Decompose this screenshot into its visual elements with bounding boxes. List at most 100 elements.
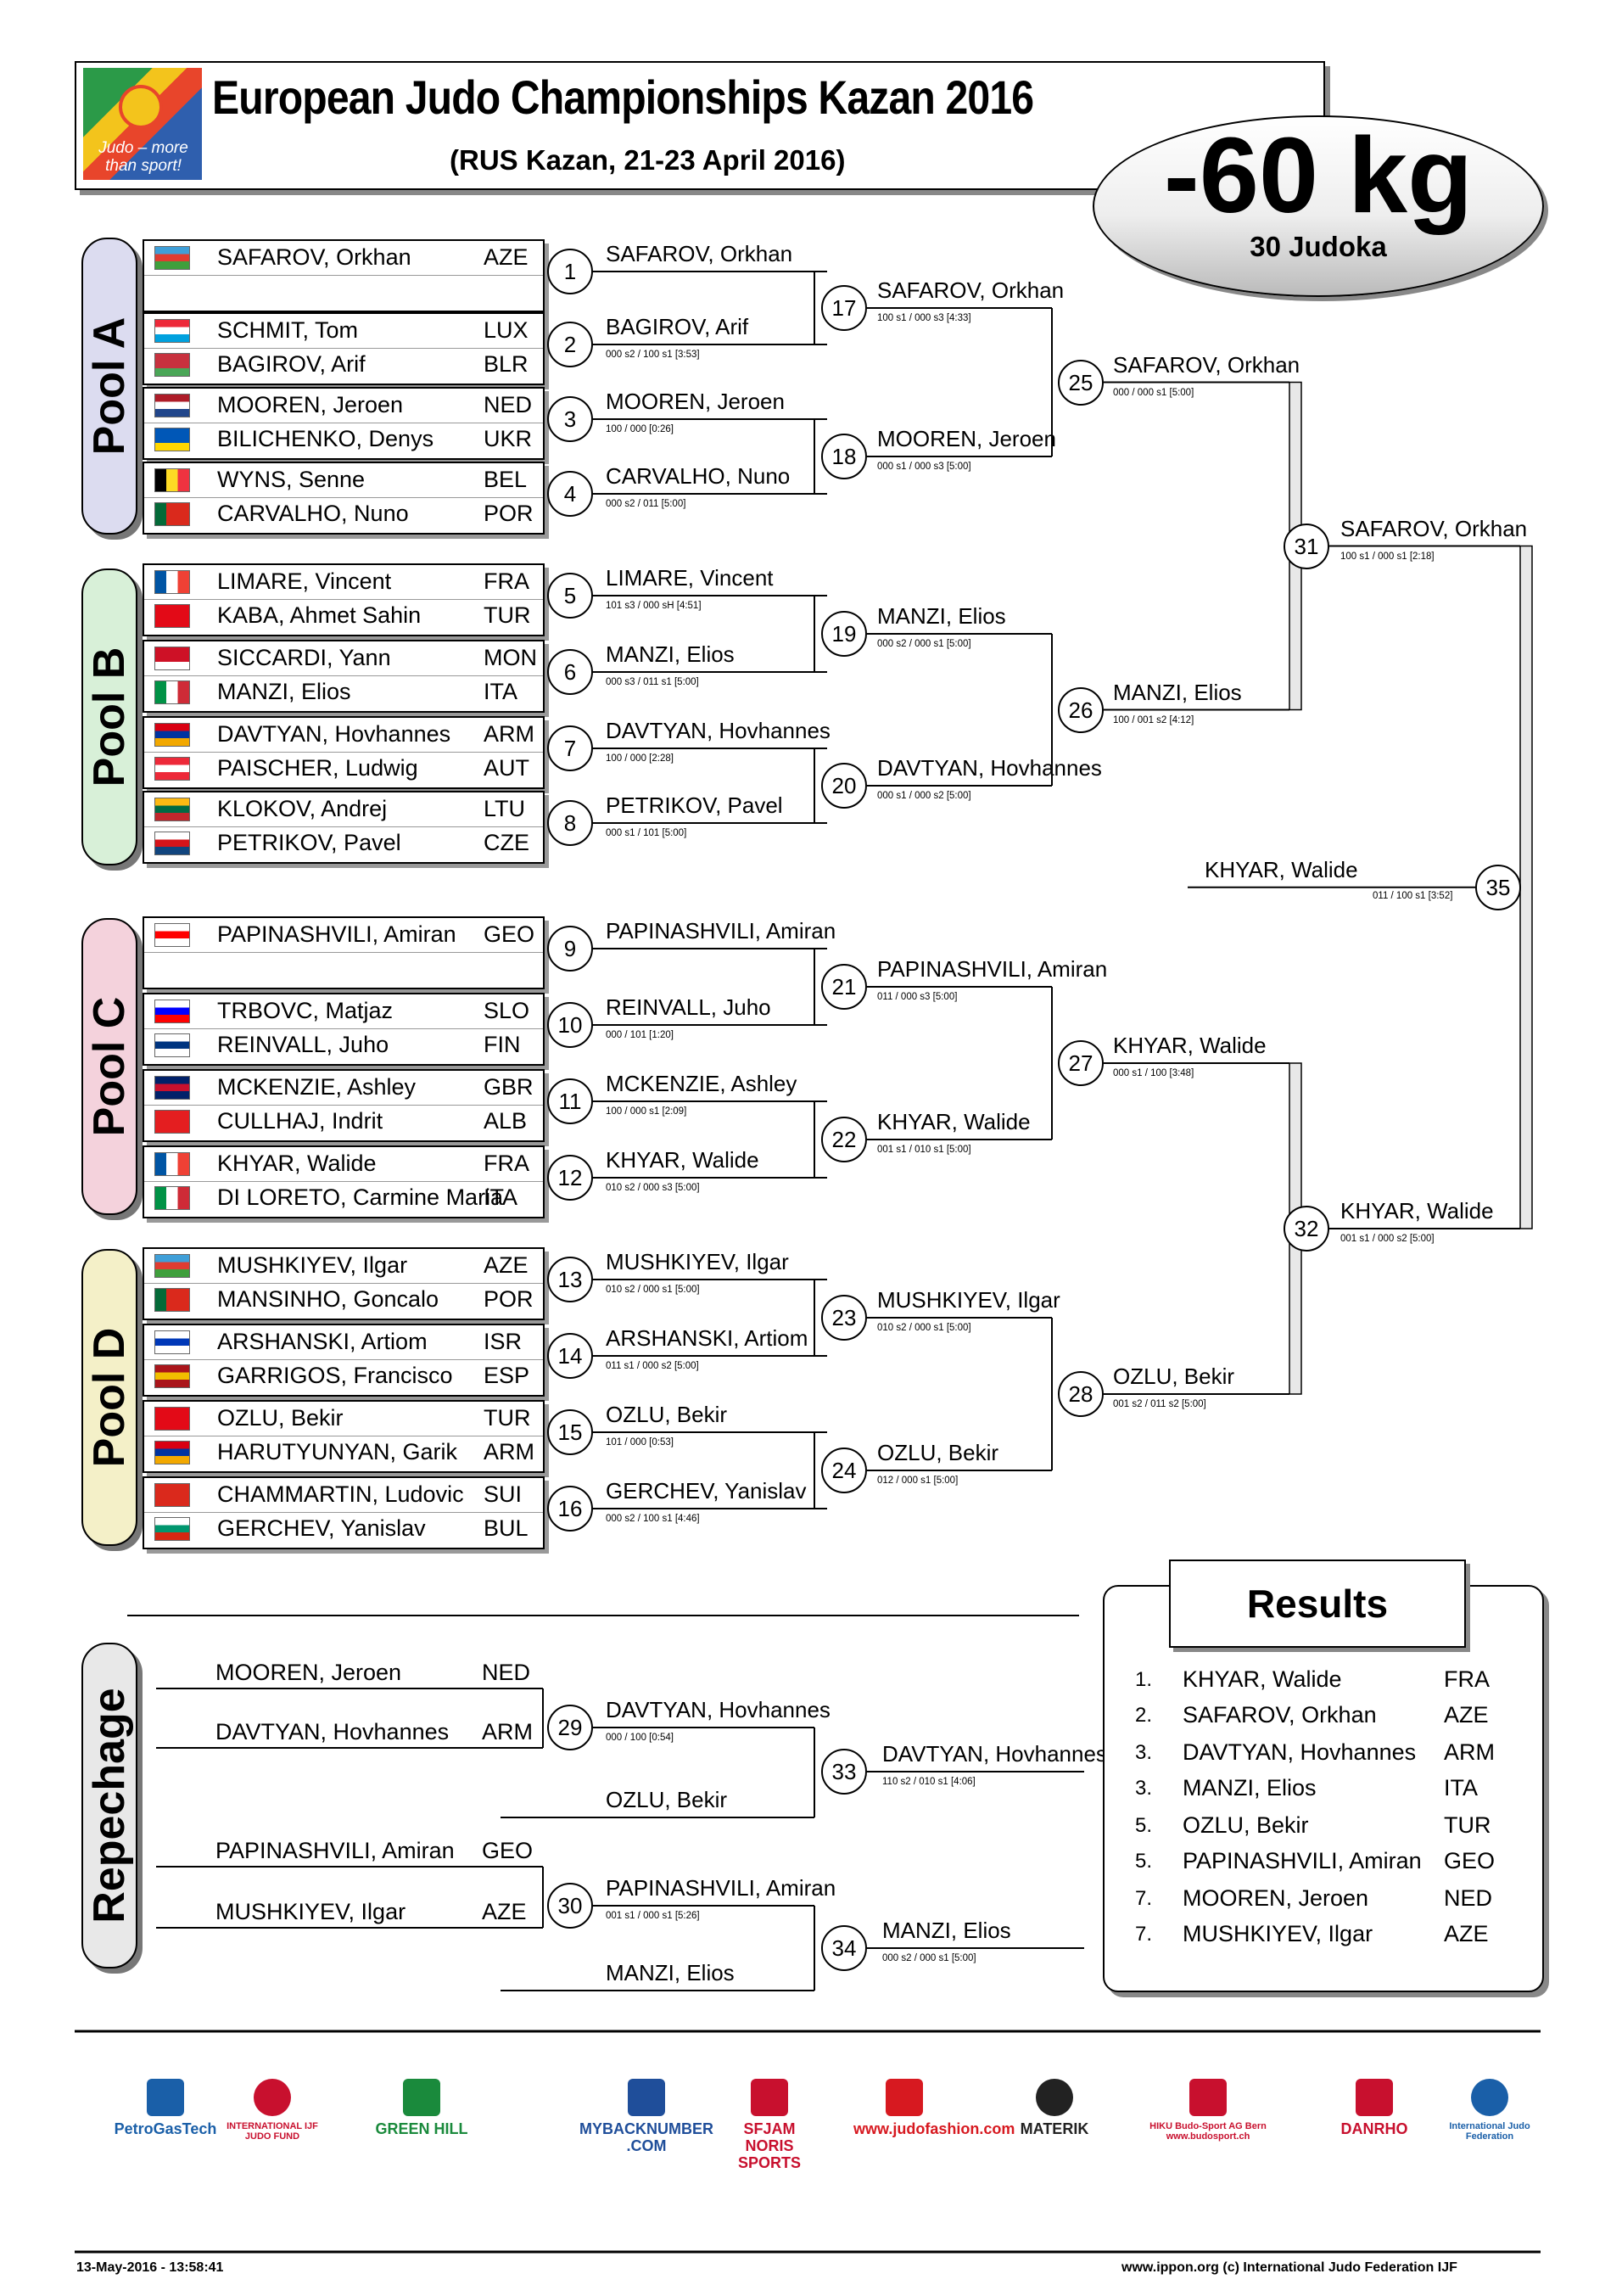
weight-class: -60 kg	[1163, 115, 1474, 235]
match-winner: MOOREN, Jeroen	[606, 389, 785, 414]
competitor-country: BLR	[484, 351, 529, 377]
sponsor-logo: SFJAM NORIS SPORTS	[731, 2079, 808, 2172]
country-flag-icon	[154, 604, 190, 628]
competitor-country: CZE	[484, 830, 529, 855]
sponsor-logo: International Judo Federation	[1447, 2079, 1532, 2172]
competitor-name: LIMARE, Vincent	[217, 568, 392, 594]
match-score: 001 s1 / 000 s2 [5:00]	[1340, 1234, 1435, 1244]
match-number: 3	[547, 396, 593, 442]
match-winner: DAVTYAN, Hovhannes	[877, 755, 1102, 781]
results-title: Results	[1169, 1560, 1466, 1648]
match-number: 21	[821, 964, 867, 1010]
competitor-country: FRA	[484, 1151, 529, 1176]
competitor-country: TUR	[484, 602, 531, 628]
match-winner: CARVALHO, Nuno	[606, 463, 791, 489]
match-winner: MANZI, Elios	[606, 641, 735, 667]
country-flag-icon	[154, 502, 190, 526]
match-number: 7	[547, 725, 593, 771]
country-flag-icon	[154, 1407, 190, 1431]
repechage-match-number: 30	[547, 1883, 593, 1929]
match-winner: MUSHKIYEV, Ilgar	[606, 1249, 789, 1274]
sponsor-name: GREEN HILL	[375, 2120, 468, 2137]
match-number: 25	[1058, 359, 1104, 406]
competitor-country: ARM	[484, 1439, 534, 1464]
sponsor-emblem-icon	[254, 2079, 291, 2116]
country-flag-icon	[154, 1186, 190, 1210]
match-number: 26	[1058, 686, 1104, 733]
competitor-country: AUT	[484, 755, 529, 781]
result-country: ITA	[1444, 1775, 1478, 1800]
match-number: 15	[547, 1409, 593, 1455]
pair-divider	[144, 826, 543, 827]
competitor-country: BUL	[484, 1515, 529, 1541]
competitor-country: ARM	[484, 721, 534, 747]
footer-date: 13-May-2016 - 13:58:41	[76, 2260, 224, 2275]
match-winner: OZLU, Bekir	[606, 1402, 728, 1427]
result-rank: 5.	[1135, 1814, 1153, 1837]
match-score: 001 s2 / 011 s2 [5:00]	[1113, 1399, 1206, 1409]
repechage-match-number: 34	[821, 1925, 867, 1971]
match-number: 28	[1058, 1371, 1104, 1417]
match-number: 5	[547, 573, 593, 619]
match-score: 000 s2 / 011 [5:00]	[606, 499, 686, 509]
repechage-name: MUSHKIYEV, Ilgar	[215, 1899, 406, 1924]
repechage-match-number: 29	[547, 1705, 593, 1750]
match-number: 2	[547, 322, 593, 367]
sponsor-logo: MATERIK	[999, 2079, 1110, 2172]
pair-divider	[144, 1105, 543, 1106]
competitor-name: SAFAROV, Orkhan	[217, 244, 411, 270]
competitor-country: LUX	[484, 317, 529, 343]
match-number: 9	[547, 926, 593, 972]
result-name: SAFAROV, Orkhan	[1183, 1702, 1377, 1728]
seal-icon	[119, 85, 163, 129]
result-name: KHYAR, Walide	[1183, 1666, 1342, 1692]
match-score: 012 / 000 s1 [5:00]	[877, 1476, 959, 1486]
country-flag-icon	[154, 1076, 190, 1100]
sponsor-logo: INTERNATIONAL IJF JUDO FUND	[217, 2079, 327, 2172]
result-country: ARM	[1444, 1739, 1495, 1765]
pool-b-label: Pool B	[81, 568, 137, 865]
judoka-count: 30 Judoka	[1250, 231, 1387, 262]
country-flag-icon	[154, 757, 190, 781]
competitor-country: ESP	[484, 1363, 530, 1388]
match-number: 12	[547, 1155, 593, 1201]
country-flag-icon	[154, 798, 190, 821]
result-country: GEO	[1444, 1848, 1496, 1873]
repechage-score: 110 s2 / 010 s1 [4:06]	[882, 1777, 976, 1787]
country-flag-icon	[154, 832, 190, 855]
match-winner: PAPINASHVILI, Amiran	[877, 956, 1108, 982]
match-winner: GERCHEV, Yanislav	[606, 1478, 807, 1504]
match-score: 101 / 000 [0:53]	[606, 1437, 674, 1448]
competitor-name: PETRIKOV, Pavel	[217, 830, 401, 855]
match-winner: OZLU, Bekir	[1113, 1364, 1235, 1389]
sponsor-name: HIKU Budo-Sport AG Bern www.budosport.ch	[1149, 2121, 1267, 2142]
country-flag-icon	[154, 1517, 190, 1541]
match-number: 18	[821, 434, 867, 479]
pair-divider	[144, 348, 543, 349]
match-winner: ARSHANSKI, Artiom	[606, 1325, 808, 1351]
sponsor-emblem-icon	[751, 2079, 788, 2116]
competitor-name: MUSHKIYEV, Ilgar	[217, 1252, 408, 1278]
country-flag-icon	[154, 1110, 190, 1134]
repechage-name: DAVTYAN, Hovhannes	[215, 1719, 450, 1744]
repechage-incoming: OZLU, Bekir	[606, 1787, 728, 1812]
competitor-name: OZLU, Bekir	[217, 1405, 344, 1431]
sponsor-emblem-icon	[886, 2079, 923, 2116]
repechage-winner: DAVTYAN, Hovhannes	[606, 1697, 831, 1722]
country-flag-icon	[154, 680, 190, 704]
match-winner: OZLU, Bekir	[877, 1440, 999, 1465]
match-number: 27	[1058, 1040, 1104, 1086]
competitor-name: ARSHANSKI, Artiom	[217, 1329, 428, 1354]
competitor-name: GARRIGOS, Francisco	[217, 1363, 453, 1388]
sponsor-logo: DANRHO	[1323, 2079, 1425, 2172]
match-winner: BAGIROV, Arif	[606, 314, 749, 339]
repechage-label: Repechage	[81, 1643, 137, 1968]
competitor-country: FIN	[484, 1032, 521, 1057]
match-score: 010 s2 / 000 s3 [5:00]	[606, 1183, 700, 1193]
match-winner: MCKENZIE, Ashley	[606, 1071, 797, 1096]
